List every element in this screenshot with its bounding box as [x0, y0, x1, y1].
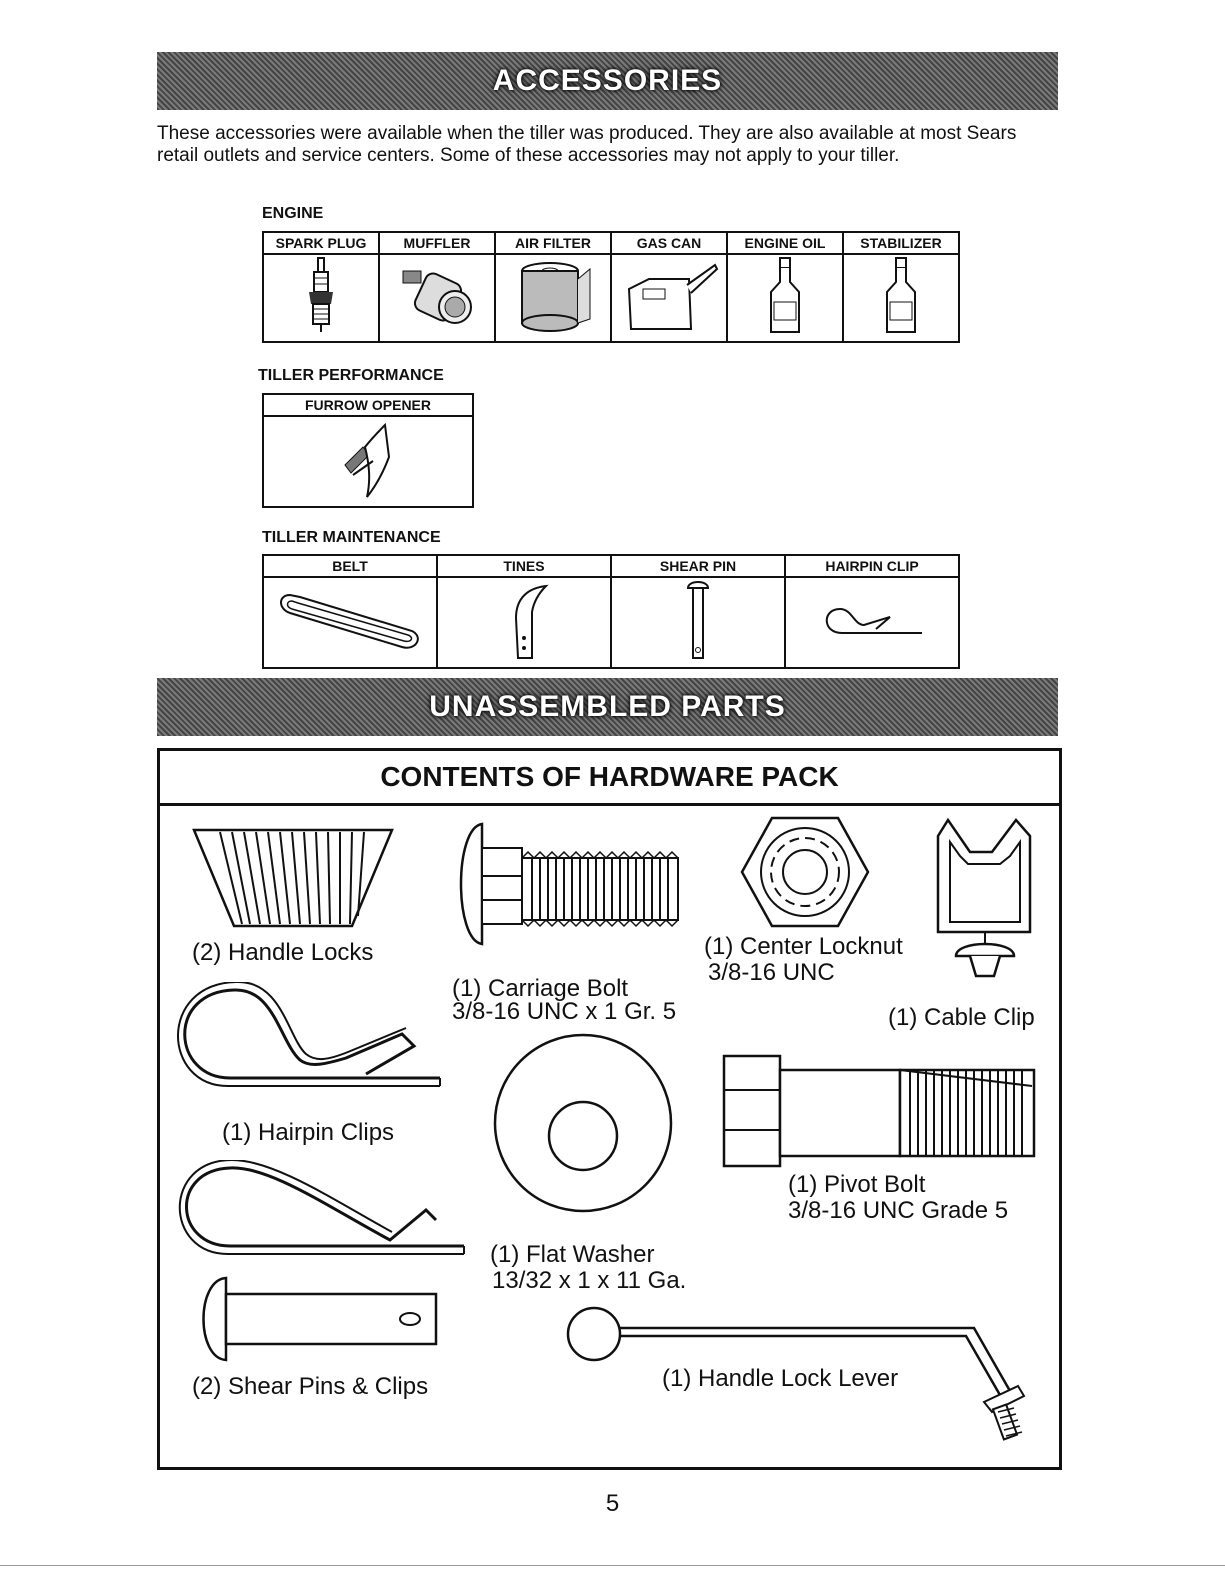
spark-plug-icon	[309, 256, 333, 332]
stabilizer-cell	[842, 253, 960, 343]
accessories-heading: ACCESSORIES	[492, 64, 723, 97]
hairpin-clips-label: (1) Hairpin Clips	[222, 1119, 395, 1146]
bottom-rule	[0, 1565, 1225, 1566]
handle-lock-lever-label: (1) Handle Lock Lever	[662, 1365, 899, 1392]
cable-clip-icon	[936, 817, 1032, 978]
shear-pin-icon	[686, 581, 710, 659]
pivot-bolt-spec: 3/8-16 UNC Grade 5	[788, 1197, 1009, 1224]
hairpin-clip-icon	[825, 607, 922, 634]
engine-table: SPARK PLUG MUFFLER AIR FILTER GAS CAN EN…	[262, 231, 960, 343]
carriage-bolt-spec: 3/8-16 UNC x 1 Gr. 5	[452, 998, 677, 1025]
performance-title: TILLER PERFORMANCE	[258, 367, 444, 384]
center-locknut-icon	[740, 816, 870, 928]
carriage-bolt-label: (1) Carriage Bolt	[452, 975, 629, 1002]
hairpin-clip-icon	[177, 982, 441, 1087]
hairpin-clip-cell	[784, 576, 960, 669]
engine-oil-cell	[726, 253, 844, 343]
shear-pin-clip-icon	[178, 1160, 465, 1255]
spark-plug-cell	[262, 253, 380, 343]
handle-lock-lever-icon	[566, 1306, 1026, 1441]
center-locknut-spec: 3/8-16 UNC	[708, 959, 835, 986]
tines-cell	[436, 576, 612, 669]
engine-oil-icon	[770, 256, 800, 333]
engine-item-label: GAS CAN	[610, 231, 728, 255]
flat-washer-label: (1) Flat Washer	[490, 1241, 655, 1268]
flat-washer-icon	[493, 1033, 673, 1213]
pivot-bolt-icon	[722, 1054, 1036, 1168]
unassembled-parts-heading: UNASSEMBLED PARTS	[429, 690, 786, 723]
gas-can-cell	[610, 253, 728, 343]
unassembled-parts-banner: UNASSEMBLED PARTS	[157, 678, 1058, 736]
shear-pins-clips-label: (2) Shear Pins & Clips	[192, 1373, 429, 1400]
engine-item-label: SPARK PLUG	[262, 231, 380, 255]
furrow-opener-cell	[262, 415, 474, 508]
air-filter-cell	[494, 253, 612, 343]
maintenance-item-label: HAIRPIN CLIP	[784, 554, 960, 578]
engine-item-label: AIR FILTER	[494, 231, 612, 255]
furrow-opener-icon	[344, 422, 391, 498]
engine-item-label: MUFFLER	[378, 231, 496, 255]
cable-clip-label: (1) Cable Clip	[888, 1004, 1035, 1031]
stabilizer-icon	[886, 256, 916, 333]
page-number: 5	[605, 1490, 620, 1517]
accessories-intro: These accessories were available when th…	[157, 123, 1017, 166]
muffler-icon	[402, 270, 472, 324]
accessories-banner: ACCESSORIES	[157, 52, 1058, 110]
center-locknut-label: (1) Center Locknut	[704, 933, 903, 960]
tines-icon	[514, 584, 549, 659]
belt-cell	[262, 576, 438, 669]
maintenance-title: TILLER MAINTENANCE	[262, 529, 441, 546]
hardware-pack-box: CONTENTS OF HARDWARE PACK	[157, 748, 1062, 1470]
maintenance-table: BELT TINES SHEAR PIN HAIRPIN CLIP	[262, 554, 960, 669]
handle-locks-label: (2) Handle Locks	[192, 939, 374, 966]
maintenance-item-label: SHEAR PIN	[610, 554, 786, 578]
shear-pin-cell	[610, 576, 786, 669]
gas-can-icon	[627, 263, 719, 330]
performance-table: FURROW OPENER	[262, 393, 474, 508]
air-filter-icon	[521, 261, 591, 332]
shear-pin-icon	[202, 1276, 438, 1362]
handle-locks-icon	[192, 828, 394, 928]
carriage-bolt-icon	[459, 822, 679, 946]
engine-item-label: ENGINE OIL	[726, 231, 844, 255]
flat-washer-spec: 13/32 x 1 x 11 Ga.	[492, 1267, 687, 1294]
belt-icon	[280, 593, 419, 649]
pivot-bolt-label: (1) Pivot Bolt	[788, 1171, 926, 1198]
maintenance-item-label: TINES	[436, 554, 612, 578]
maintenance-item-label: BELT	[262, 554, 438, 578]
engine-title: ENGINE	[262, 205, 324, 222]
hardware-pack-title: CONTENTS OF HARDWARE PACK	[160, 751, 1059, 806]
engine-item-label: STABILIZER	[842, 231, 960, 255]
performance-item-label: FURROW OPENER	[262, 393, 474, 417]
muffler-cell	[378, 253, 496, 343]
